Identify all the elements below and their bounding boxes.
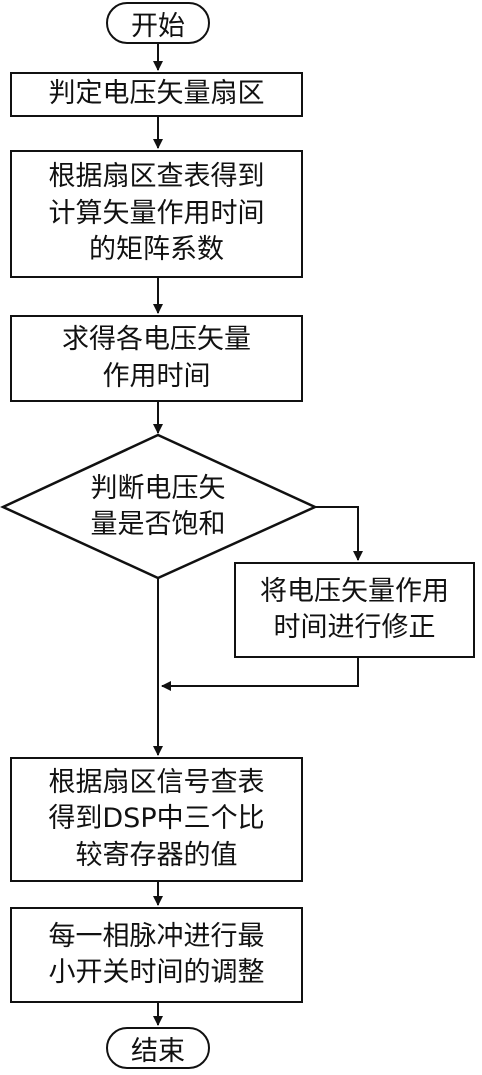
arrow-correction-merge xyxy=(161,658,359,691)
step-min-switch-time: 每一相脉冲进行最 小开关时间的调整 xyxy=(10,907,303,1003)
step5-line-2: 小开关时间的调整 xyxy=(48,957,265,988)
decision-label: 判断电压矢 量是否饱和 xyxy=(60,470,256,544)
step4-line-1: 根据扇区信号查表 xyxy=(48,766,265,798)
step3-line-1: 求得各电压矢量 xyxy=(62,324,251,356)
step4-line-2: 得到DSP中三个比 xyxy=(48,803,265,835)
step-compare-registers: 根据扇区信号查表 得到DSP中三个比 较寄存器的值 xyxy=(10,757,303,882)
decision-line-1: 判断电压矢 xyxy=(90,472,226,504)
start-terminal: 开始 xyxy=(106,2,210,44)
correction-line-1: 将电压矢量作用 xyxy=(260,575,449,607)
start-label: 开始 xyxy=(131,10,185,42)
step-determine-sector: 判定电压矢量扇区 xyxy=(10,72,303,117)
step-lookup-matrix: 根据扇区查表得到 计算矢量作用时间 的矩阵系数 xyxy=(10,150,303,278)
step4-line-3: 较寄存器的值 xyxy=(75,839,238,871)
end-terminal: 结束 xyxy=(106,1027,210,1069)
step-correct-times: 将电压矢量作用 时间进行修正 xyxy=(234,562,475,658)
step-compute-times: 求得各电压矢量 作用时间 xyxy=(10,315,303,402)
step2-line-1: 根据扇区查表得到 xyxy=(48,161,265,193)
step2-line-3: 的矩阵系数 xyxy=(89,234,224,266)
arrow-decision-to-correction xyxy=(315,506,363,561)
step2-line-2: 计算矢量作用时间 xyxy=(48,197,265,229)
step3-line-2: 作用时间 xyxy=(102,360,211,392)
correction-line-2: 时间进行修正 xyxy=(273,612,436,643)
step5-line-1: 每一相脉冲进行最 xyxy=(48,920,265,952)
end-label: 结束 xyxy=(131,1035,185,1067)
decision-line-2: 量是否饱和 xyxy=(90,509,226,540)
step1-line-1: 判定电压矢量扇区 xyxy=(48,78,265,110)
